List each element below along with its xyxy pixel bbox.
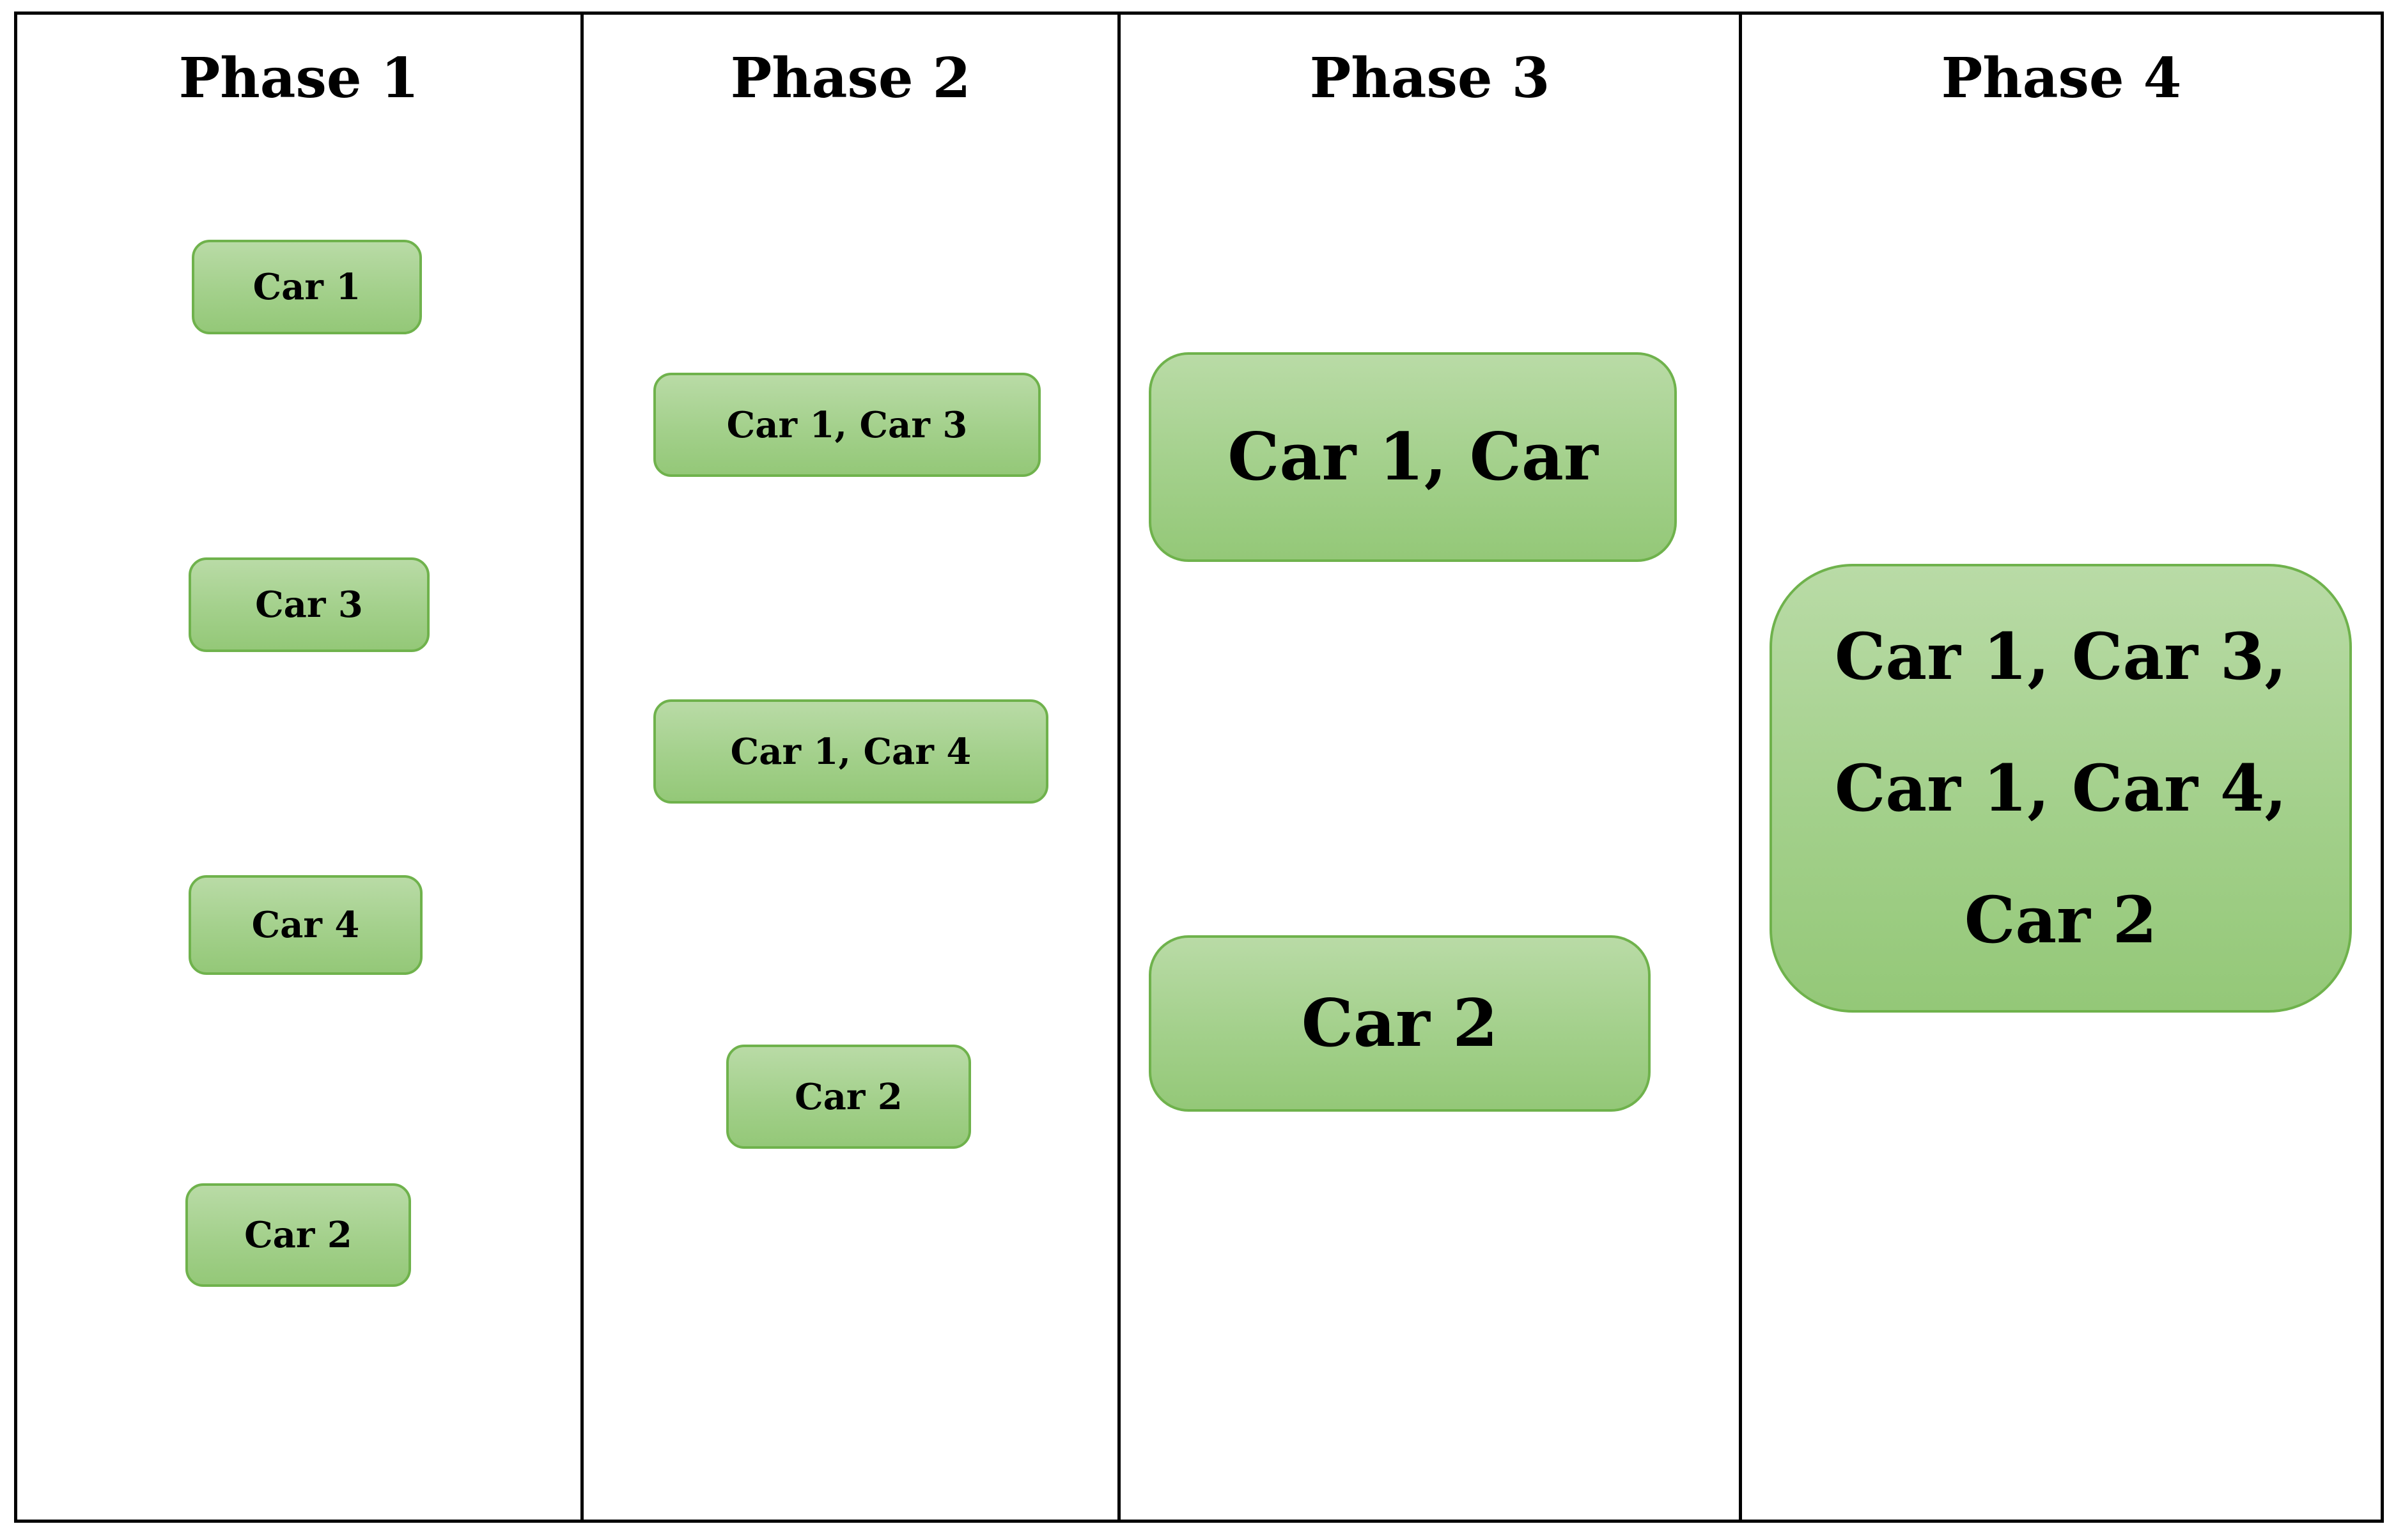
phase-table-frame xyxy=(14,12,2384,1523)
phase-1-car-box: Car 4 xyxy=(189,875,423,975)
phase-1-car-box: Car 3 xyxy=(189,557,430,652)
phase-4-car-box: Car 1, Car 3, Car 1, Car 4, Car 2 xyxy=(1770,564,2352,1013)
phase-3-title: Phase 3 xyxy=(1309,46,1550,111)
phase-3-car-box: Car 1, Car xyxy=(1149,352,1677,562)
column-divider xyxy=(1739,12,1742,1523)
column-divider xyxy=(580,12,584,1523)
column-divider xyxy=(1117,12,1121,1523)
phase-3-car-box: Car 2 xyxy=(1149,935,1651,1112)
phase-2-car-box: Car 2 xyxy=(726,1045,971,1149)
phase-1-car-box: Car 1 xyxy=(192,240,422,334)
phase-2-car-box: Car 1, Car 4 xyxy=(653,699,1048,804)
phase-2-car-box: Car 1, Car 3 xyxy=(653,373,1041,477)
phase-4-title: Phase 4 xyxy=(1941,46,2182,111)
phase-2-title: Phase 2 xyxy=(730,46,971,111)
phase-1-car-box: Car 2 xyxy=(185,1183,411,1287)
phase-1-title: Phase 1 xyxy=(178,46,419,111)
